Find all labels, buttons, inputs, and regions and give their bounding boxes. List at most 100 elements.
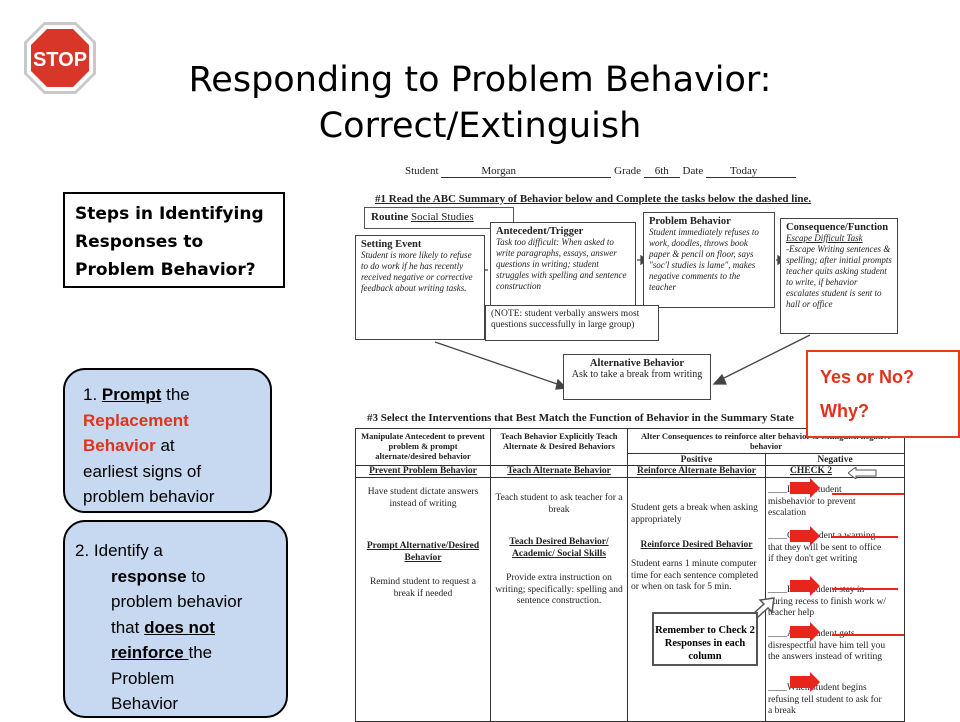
negative-header: Negative [817,455,853,465]
problem-behavior-text: Student immediately refuses to work, doo… [649,227,759,292]
subheader-divider [628,453,904,454]
routine-tab: Routine Social Studies [364,207,514,229]
reinforce-desired-text: Student earns 1 minute computer time for… [631,559,759,592]
svg-text:STOP: STOP [33,49,87,71]
col1-header: Manipulate Antecedent to prevent problem… [361,431,485,461]
title-line-2: Correct/Extinguish [318,105,642,146]
callout-line-2: Why? [820,401,869,421]
setting-event-text: Student is more likely to refuse to do w… [361,250,473,293]
date-label: Date [682,165,704,177]
step1-behavior: Behavior [83,436,156,455]
steps-question-box: Steps in Identifying Responses to Proble… [63,192,285,288]
consequence-box: Consequence/Function Escape Difficult Ta… [780,218,898,334]
step2-line-6: Problem [111,668,175,688]
consequence-title: Consequence/Function [786,222,889,233]
red-line-1 [832,493,904,495]
step2-line-3: problem behavior [111,592,243,611]
check-arrow-icon [848,467,877,479]
neg5-text: When student begins refusing tell studen… [768,683,882,716]
step1-line-4: problem behavior [83,487,215,506]
title-line-1: Responding to Problem Behavior: [188,60,772,100]
step2-reinforce: reinforce [111,643,189,662]
slide-title: Responding to Problem Behavior: Correct/… [150,58,810,149]
yes-or-no-callout: Yes or No? Why? [806,350,960,438]
prevent-text: Have student dictate answers instead of … [367,487,479,509]
step-1-box: 1. Prompt the Replacement Behavior at ea… [63,368,272,513]
negative-option-1: ____Ignore student misbehavior to preven… [768,485,856,518]
note-box: (NOTE: student verbally answers most que… [485,305,659,341]
alternative-behavior-text: Ask to take a break from writing [571,369,703,380]
steps-line-3: Problem Behavior? [75,260,256,280]
neg2-text: Give student a warning that they will be… [768,531,882,564]
step2-line-7: Behavior [111,694,179,713]
prompt-text: Remind student to request a break if nee… [369,577,477,599]
reinforce-alt-title: Reinforce Alternate Behavior [636,466,757,476]
problem-behavior-title: Problem Behavior [649,216,731,227]
step1-prompt: Prompt [101,385,162,404]
negative-option-2: ____Give student a warning that they wil… [768,531,882,564]
col2-header: Teach Behavior Explicitly Teach Alternat… [500,431,618,451]
setting-event-box: Setting Event Student is more likely to … [355,235,485,340]
red-arrow-icon-2 [790,526,820,546]
prompt-title: Prompt Alternative/Desired Behavior [366,541,480,563]
red-arrow-icon-3 [790,576,820,596]
column-divider-1 [490,429,491,721]
teach-desired-text: Provide extra instruction on writing; sp… [495,573,623,606]
step1-at: at [155,436,175,455]
stop-sign-icon: STOP [24,22,96,94]
consequence-text: -Escape Writing sentences & spelling; af… [786,244,892,309]
step1-number: 1. [83,385,102,404]
grade-value: 6th [643,165,680,178]
positive-header: Positive [680,455,713,465]
date-value: Today [706,165,797,178]
student-name: Morgan [441,165,612,178]
antecedent-title: Antecedent/Trigger [496,226,584,237]
prevent-title: Prevent Problem Behavior [369,466,477,476]
step1-the: the [161,385,190,404]
column-divider-3 [765,453,766,721]
step2-line-1: 2. Identify a [75,541,163,560]
remember-box: Remember to Check 2 Responses in each co… [652,612,758,666]
interventions-table: Manipulate Antecedent to prevent problem… [355,428,905,722]
step2-the: the [188,643,213,662]
student-header-line: Student Morgan Grade 6th Date Today [405,165,797,178]
callout-line-1: Yes or No? [820,367,915,387]
alternative-behavior-box: Alternative Behavior Ask to take a break… [563,354,711,400]
section-3-heading: #3 Select the Interventions that Best Ma… [367,412,794,424]
teach-alt-title: Teach Alternate Behavior [507,466,611,476]
setting-event-title: Setting Event [361,239,422,250]
negative-option-4: ____After student gets disrespectful hav… [768,629,886,662]
step2-does-not: does not [144,617,215,637]
neg3-text: Have student stay in during recess to fi… [768,585,886,618]
red-line-4 [832,634,904,636]
title-row-divider [356,477,904,478]
step2-to: to [186,566,206,586]
col3-header: Alter Consequences to reinforce alter be… [641,431,891,451]
red-arrow-icon-4 [790,622,820,642]
step2-that: that [111,617,145,637]
reinforce-alt-text: Student gets a break when asking appropr… [631,503,758,525]
red-line-2 [832,536,898,538]
consequence-subtitle: Escape Difficult Task [786,233,863,243]
grade-label: Grade [614,165,641,177]
step2-response: response [111,566,187,586]
red-line-3 [832,588,898,590]
step-2-box: 2. Identify a response to problem behavi… [63,520,288,718]
step1-line-3: earliest signs of [83,461,202,481]
teach-desired-title: Teach Desired Behavior/ Academic/ Social… [509,537,609,559]
section-1-heading: #1 Read the ABC Summary of Behavior belo… [375,193,812,205]
check-2-label: CHECK 2 [790,466,832,476]
red-arrow-icon-1 [790,478,820,498]
antecedent-box: Antecedent/Trigger Task too difficult: W… [490,222,636,306]
routine-label: Routine [371,211,409,223]
teach-alt-text: Teach student to ask teacher for a break [495,493,623,515]
steps-line-1: Steps in Identifying [75,204,264,224]
neg4-text: After student gets disrespectful have hi… [768,629,886,662]
student-label: Student [405,165,439,177]
negative-option-5: ____When student begins refusing tell st… [768,683,882,716]
problem-behavior-box: Problem Behavior Student immediately ref… [643,212,775,308]
reinforce-desired-title: Reinforce Desired Behavior [640,540,753,550]
steps-line-2: Responses to [75,232,204,252]
red-arrow-icon-5 [790,672,820,692]
column-divider-2 [627,429,628,721]
